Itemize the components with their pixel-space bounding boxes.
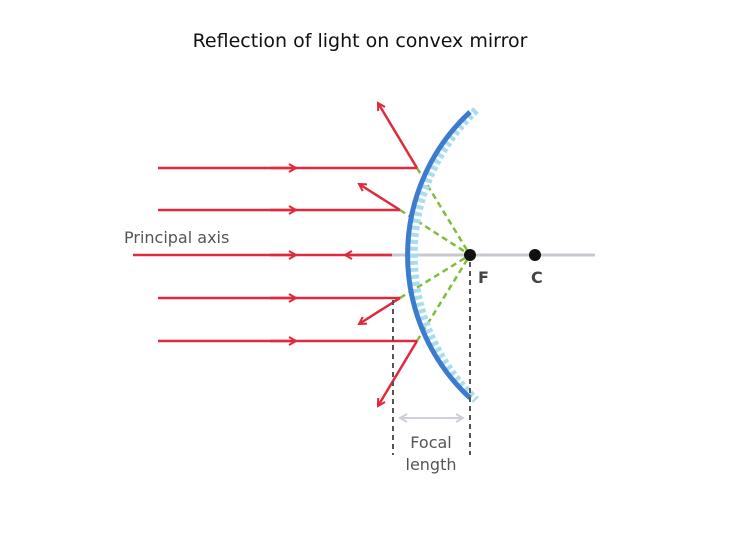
center-of-curvature-point bbox=[529, 249, 541, 261]
center-label: C bbox=[531, 268, 543, 287]
focal-length-label-line2: length bbox=[406, 455, 457, 474]
diagram-title: Reflection of light on convex mirror bbox=[192, 30, 528, 52]
focus-point bbox=[464, 249, 476, 261]
incident-rays bbox=[133, 168, 417, 341]
principal-axis-label: Principal axis bbox=[124, 228, 229, 247]
reflected-ray-1 bbox=[376, 103, 419, 169]
reflected-rays bbox=[345, 103, 419, 406]
focus-label: F bbox=[478, 268, 489, 287]
focal-length-label-line1: Focal bbox=[410, 433, 451, 452]
mirror-back-coating bbox=[409, 107, 479, 403]
virtual-ray-4 bbox=[415, 254, 472, 342]
reflected-ray-2 bbox=[359, 184, 401, 212]
convex-mirror bbox=[405, 110, 472, 400]
reflected-ray-5 bbox=[376, 340, 419, 406]
virtual-ray-1 bbox=[415, 167, 472, 256]
